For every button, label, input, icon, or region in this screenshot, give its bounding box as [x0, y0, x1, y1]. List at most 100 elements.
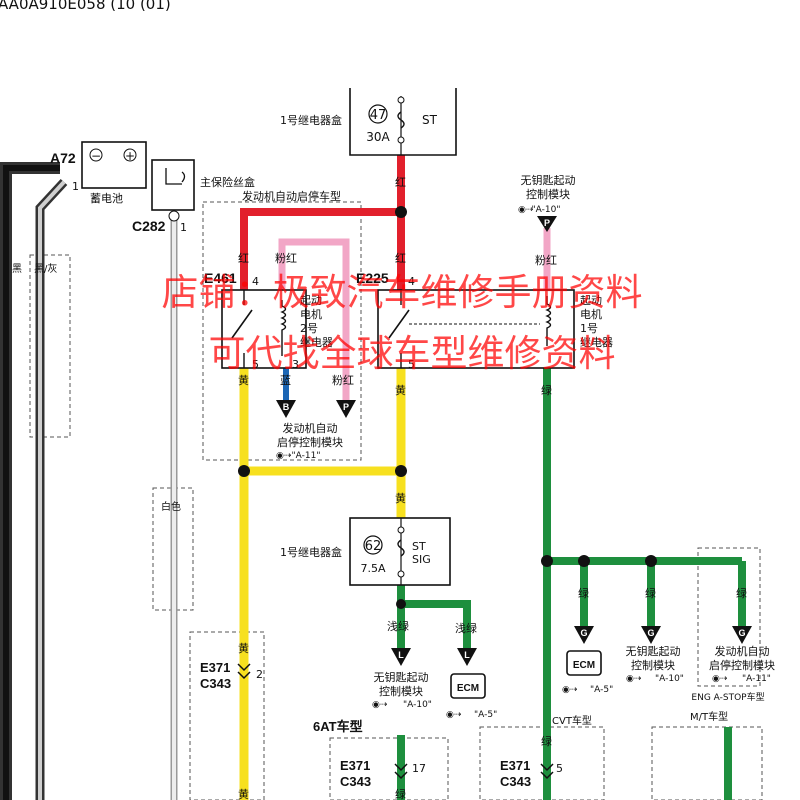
c282-connector: C282	[132, 218, 166, 234]
stop-start-right-line2: 启停控制模块	[709, 658, 775, 672]
fuse62-pin	[397, 526, 405, 534]
relay2-name-line3: 2号	[300, 322, 318, 335]
battery-label: 蓄电池	[90, 192, 123, 205]
terminal-B-arrow	[276, 400, 296, 418]
wire-label-green-6at: 绿	[395, 787, 406, 800]
cvt-variant: CVT车型	[552, 714, 592, 727]
relay2-switch	[231, 309, 253, 339]
keyless-top-line2: 控制模块	[526, 187, 570, 201]
ecm-left-ref: "A-5"	[474, 710, 497, 720]
wire-label-yellow-e461: 黄	[238, 373, 249, 387]
six-at-variant: 6AT车型	[313, 719, 363, 734]
relay2-pin-coil: 3	[292, 358, 299, 371]
keyless-right-line1: 无钥匙起动	[626, 644, 681, 658]
inline-connector-6at	[394, 763, 408, 780]
stop-start-right-ref: "A-11"	[742, 674, 771, 684]
relay1-name-line3: 1号	[580, 322, 598, 335]
battery-minus-sign: −	[91, 149, 101, 163]
ecm-right-ref: "A-5"	[590, 685, 613, 695]
eng-stop-module-group	[697, 547, 761, 687]
wire-label-green-cvt: 绿	[541, 734, 552, 748]
mt-group	[651, 726, 763, 800]
wire-label-red-e225: 红	[395, 252, 406, 265]
c282-pin-number: 1	[180, 221, 187, 234]
fuse62-box-label: 1号继电器盒	[280, 545, 342, 559]
cvt-group	[479, 726, 605, 800]
keyless-top-line1: 无钥匙起动	[521, 173, 576, 187]
battery-plus-sign: +	[125, 149, 135, 163]
camera-icon: ◉⇢	[372, 700, 387, 710]
relay2-name-line1: 起动	[300, 294, 322, 307]
wire-label-green-b2: 绿	[645, 586, 656, 600]
terminal-P-top-arrow	[537, 216, 557, 232]
main-fuse-label: 主保险丝盒	[200, 175, 255, 189]
camera-icon: ◉⇢	[562, 685, 577, 695]
junction-dot	[645, 555, 657, 567]
e461-connector: E461	[204, 270, 237, 286]
stop-start-mid-ref: "A-11"	[292, 451, 321, 461]
fuse62-rating: 7.5A	[360, 562, 385, 575]
fuse47-symbol	[397, 111, 405, 129]
relay1-name-line4: 继电器	[580, 336, 613, 349]
document-code: AA0A910E058 (10 (01)	[0, 0, 171, 13]
terminal-G-stop-arrow	[732, 626, 752, 644]
connector-left-line1: E371	[200, 660, 230, 675]
junction-dot	[396, 599, 406, 609]
relay2-name-line2: 电机	[300, 307, 322, 321]
camera-icon: ◉⇢	[712, 674, 727, 684]
fuse62-name-line2: SIG	[412, 553, 431, 566]
relay1-switch	[388, 309, 410, 339]
keyless-right-ref: "A-10"	[655, 674, 684, 684]
wire-label-red-main: 红	[395, 176, 406, 189]
e225-connector: E225	[356, 270, 389, 286]
fuse62-pin	[397, 570, 405, 578]
terminal-G-keyless-arrow	[641, 626, 661, 644]
battery-minus-terminal	[89, 148, 103, 162]
wire-label-yellow-bottom: 黄	[238, 787, 249, 800]
wire-label-pink-keyless: 粉红	[535, 254, 557, 267]
relay2-name-line4: 继电器	[300, 336, 333, 349]
terminal-L-ecm-arrow	[457, 648, 477, 666]
junction-dot	[395, 465, 407, 477]
keyless-left-line2: 控制模块	[379, 684, 423, 698]
black-wire-core	[3, 165, 60, 800]
relay1-name-line2: 电机	[580, 307, 602, 321]
stop-start-relay-group	[202, 201, 362, 461]
stop-start-note: 发动机自动启停车型	[242, 189, 341, 203]
main-fuse-symbol	[165, 168, 186, 185]
fuse47-pin	[397, 136, 405, 144]
battery-connector: A72	[50, 150, 76, 166]
ecm-right-box	[566, 650, 602, 676]
ecm-right-label: ECM	[573, 660, 595, 671]
pink-wire-e461	[278, 238, 350, 400]
junction-dot	[541, 555, 553, 567]
terminal-P-bottom: P	[343, 402, 349, 412]
ecm-left-label: ECM	[457, 683, 479, 694]
connector-cvt-line1: E371	[500, 758, 530, 773]
watermark-line1: 店铺：极致汽车维修手册资料	[162, 271, 643, 314]
terminal-L-left-arrow	[391, 648, 411, 666]
inline-connector-left	[237, 663, 251, 680]
red-wire-e461	[240, 208, 401, 290]
main-fuse-box	[151, 159, 195, 211]
junction-dot	[238, 465, 250, 477]
fuse47-name: ST	[422, 113, 438, 127]
terminal-L-ecm: L	[464, 650, 470, 660]
terminal-G-stop: G	[738, 628, 745, 638]
wire-label-white: 白色	[161, 500, 181, 513]
watermark-line2: 可代找全球车型维修资料	[209, 332, 616, 375]
terminal-G-ecm: G	[580, 628, 587, 638]
wire-label-yellow-left-low: 黄	[238, 641, 249, 655]
relay1-name-line1: 起动	[580, 294, 602, 307]
connector-left-pin: 2	[256, 668, 263, 681]
connector-left-line2: C343	[200, 676, 231, 691]
fuse47-pin	[397, 96, 405, 104]
mt-variant: M/T车型	[690, 710, 728, 723]
fuse62-name-line1: ST	[412, 540, 426, 553]
terminal-G-ecm-arrow	[574, 626, 594, 644]
wire-label-black: 黑	[12, 263, 22, 275]
camera-icon: ◉⇢	[276, 451, 291, 461]
fuse62-number: 62	[365, 539, 382, 554]
wire-label-green-b3: 绿	[736, 586, 747, 600]
